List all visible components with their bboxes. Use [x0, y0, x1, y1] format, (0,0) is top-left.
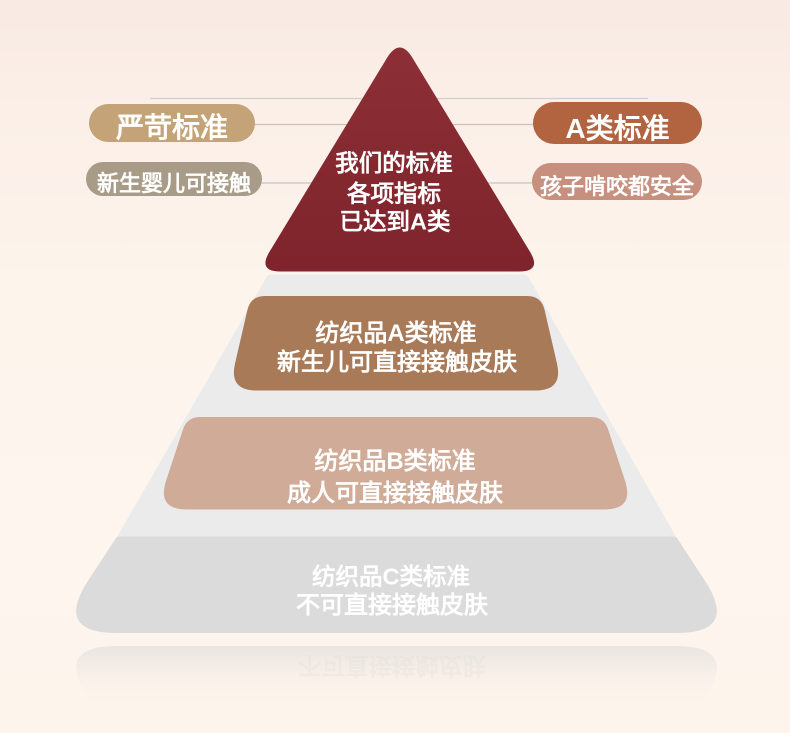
svg-text:已达到A类: 已达到A类	[340, 209, 451, 235]
svg-text:成人可直接接触皮肤: 成人可直接接触皮肤	[287, 479, 504, 507]
svg-text:纺织品B类标准: 纺织品B类标准	[314, 447, 475, 475]
svg-text:纺织品A类标准: 纺织品A类标准	[315, 319, 476, 347]
svg-text:各项指标: 各项指标	[346, 180, 441, 207]
svg-text:不可直接接触皮肤: 不可直接接触皮肤	[298, 653, 486, 680]
svg-text:纺织品C类标准: 纺织品C类标准	[312, 563, 470, 590]
svg-text:新生儿可直接接触皮肤: 新生儿可直接接触皮肤	[277, 348, 518, 376]
svg-text:我们的标准: 我们的标准	[335, 149, 453, 176]
svg-text:不可直接接触皮肤: 不可直接接触皮肤	[296, 591, 489, 619]
